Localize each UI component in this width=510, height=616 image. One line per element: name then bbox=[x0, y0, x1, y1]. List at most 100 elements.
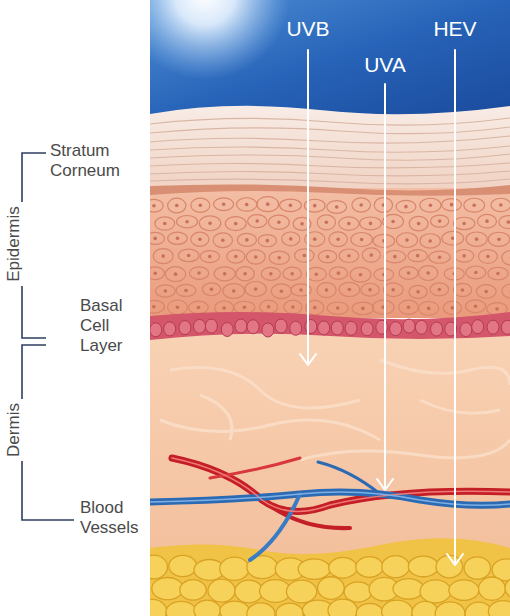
cell-nucleus bbox=[359, 273, 363, 277]
skin-cell bbox=[352, 198, 371, 212]
skin-cell bbox=[225, 217, 246, 231]
skin-cell bbox=[227, 250, 245, 263]
ray-arrows bbox=[300, 50, 463, 565]
skin-cell bbox=[168, 198, 186, 213]
skin-cell bbox=[283, 267, 301, 280]
basal-cell bbox=[472, 320, 484, 334]
skin-cell bbox=[396, 233, 417, 248]
basal-cell bbox=[179, 321, 191, 335]
skin-cell bbox=[466, 266, 486, 279]
skin-cell bbox=[443, 301, 461, 314]
cell-nucleus bbox=[360, 238, 364, 242]
cell-nucleus bbox=[291, 305, 295, 309]
basal-cell bbox=[318, 321, 330, 335]
fat-cell bbox=[194, 600, 221, 616]
fat-cell bbox=[488, 601, 510, 616]
cell-nucleus bbox=[243, 306, 247, 310]
cell-nucleus bbox=[222, 202, 226, 206]
cell-nucleus bbox=[438, 219, 442, 223]
skin-cell bbox=[429, 251, 450, 263]
cell-nucleus bbox=[176, 236, 180, 240]
skin-cell bbox=[306, 267, 326, 281]
cell-nucleus bbox=[369, 222, 373, 226]
cell-nucleus bbox=[254, 255, 258, 259]
skin-cell bbox=[352, 302, 374, 315]
skin-cell bbox=[150, 199, 163, 212]
cell-nucleus bbox=[475, 237, 479, 241]
skin-cell bbox=[191, 232, 209, 246]
skin-cell bbox=[502, 284, 510, 298]
ray-label: UVA bbox=[355, 52, 415, 77]
skin-cell bbox=[339, 217, 359, 230]
fat-cell bbox=[276, 603, 303, 616]
cell-nucleus bbox=[391, 220, 395, 224]
skin-cell bbox=[318, 250, 336, 262]
cell-nucleus bbox=[210, 287, 214, 291]
fat-cell bbox=[208, 579, 235, 602]
basal-cell bbox=[275, 319, 287, 333]
skin-cell bbox=[399, 267, 418, 280]
cell-nucleus bbox=[152, 204, 156, 208]
skin-cell bbox=[329, 232, 347, 247]
basal-cell bbox=[194, 319, 206, 333]
cell-nucleus bbox=[497, 238, 501, 242]
skin-cell bbox=[442, 231, 464, 245]
cell-nucleus bbox=[337, 271, 341, 275]
skin-cell bbox=[361, 283, 379, 296]
skin-cell bbox=[327, 201, 347, 214]
cell-nucleus bbox=[289, 237, 293, 241]
cell-nucleus bbox=[462, 254, 466, 258]
skin-cell bbox=[399, 300, 419, 314]
cell-nucleus bbox=[485, 219, 489, 223]
cell-nucleus bbox=[428, 239, 432, 243]
skin-cell bbox=[150, 232, 164, 244]
basal-cell bbox=[403, 319, 415, 333]
cell-nucleus bbox=[243, 272, 247, 276]
skin-cell bbox=[260, 300, 278, 313]
cell-nucleus bbox=[232, 289, 236, 293]
skin-cell bbox=[339, 249, 359, 263]
fat-cell bbox=[328, 599, 357, 616]
cell-nucleus bbox=[208, 221, 212, 225]
basal-cell bbox=[487, 320, 499, 334]
fat-cell bbox=[479, 577, 506, 600]
skin-cell bbox=[466, 232, 487, 246]
basal-cell bbox=[501, 320, 510, 334]
cell-nucleus bbox=[484, 290, 488, 294]
cell-nucleus bbox=[289, 204, 293, 208]
skin-cell bbox=[271, 284, 291, 299]
ray-label-text: HEV bbox=[433, 16, 476, 41]
cell-nucleus bbox=[499, 203, 503, 207]
cell-nucleus bbox=[254, 287, 258, 291]
cell-nucleus bbox=[326, 255, 330, 259]
ray-label: UVB bbox=[278, 16, 338, 41]
cell-nucleus bbox=[223, 272, 227, 276]
region-label: Dermis bbox=[4, 370, 24, 490]
basal-cell bbox=[247, 320, 259, 334]
cell-nucleus bbox=[336, 237, 340, 241]
cell-nucleus bbox=[300, 222, 304, 226]
basal-cell bbox=[431, 322, 443, 336]
skin-cell bbox=[350, 267, 371, 282]
skin-cell bbox=[383, 283, 403, 297]
cell-nucleus bbox=[347, 254, 351, 258]
skin-cell bbox=[150, 300, 164, 313]
skin-cell bbox=[384, 251, 406, 263]
skin-cell bbox=[246, 250, 265, 264]
cell-nucleus bbox=[336, 306, 340, 310]
skin-cell bbox=[199, 216, 220, 231]
skin-cell bbox=[464, 198, 485, 212]
basal-cell bbox=[415, 320, 427, 334]
cell-nucleus bbox=[462, 222, 466, 226]
skin-cell bbox=[453, 217, 474, 229]
cell-nucleus bbox=[197, 271, 201, 275]
layer-label: Blood Vessels bbox=[80, 498, 152, 538]
basal-cell bbox=[305, 319, 317, 333]
cell-nucleus bbox=[438, 288, 442, 292]
cell-nucleus bbox=[361, 307, 365, 311]
cell-nucleus bbox=[451, 306, 455, 310]
skin-cell bbox=[465, 300, 485, 313]
skin-cell bbox=[248, 215, 267, 228]
